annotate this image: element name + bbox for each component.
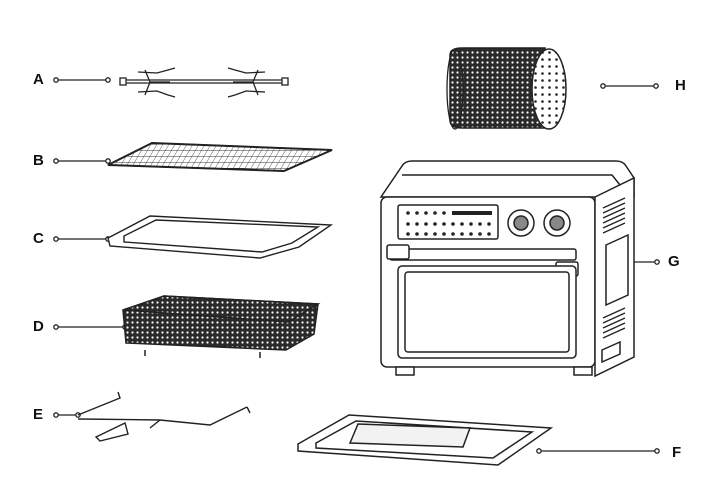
leader-d	[53, 324, 128, 330]
rotisserie-basket	[446, 47, 567, 130]
air-fryer-oven	[379, 160, 635, 378]
label-d: D	[33, 318, 44, 335]
label-h: H	[675, 77, 686, 94]
label-f: F	[672, 444, 682, 461]
label-a: A	[33, 71, 44, 88]
rack-lifter	[77, 391, 251, 442]
leader-b	[53, 158, 111, 164]
rotisserie-spit	[119, 67, 289, 98]
leader-c	[53, 236, 111, 242]
leader-a	[53, 77, 111, 83]
mesh-basket	[122, 295, 321, 358]
wire-rack	[107, 141, 333, 173]
baking-tray	[107, 215, 334, 259]
leader-f	[536, 448, 660, 454]
crumb-tray	[297, 414, 554, 466]
label-b: B	[33, 152, 44, 169]
label-g: G	[668, 253, 680, 270]
leader-e	[53, 412, 81, 418]
leader-h	[600, 83, 659, 89]
label-e: E	[33, 406, 44, 423]
label-c: C	[33, 230, 44, 247]
